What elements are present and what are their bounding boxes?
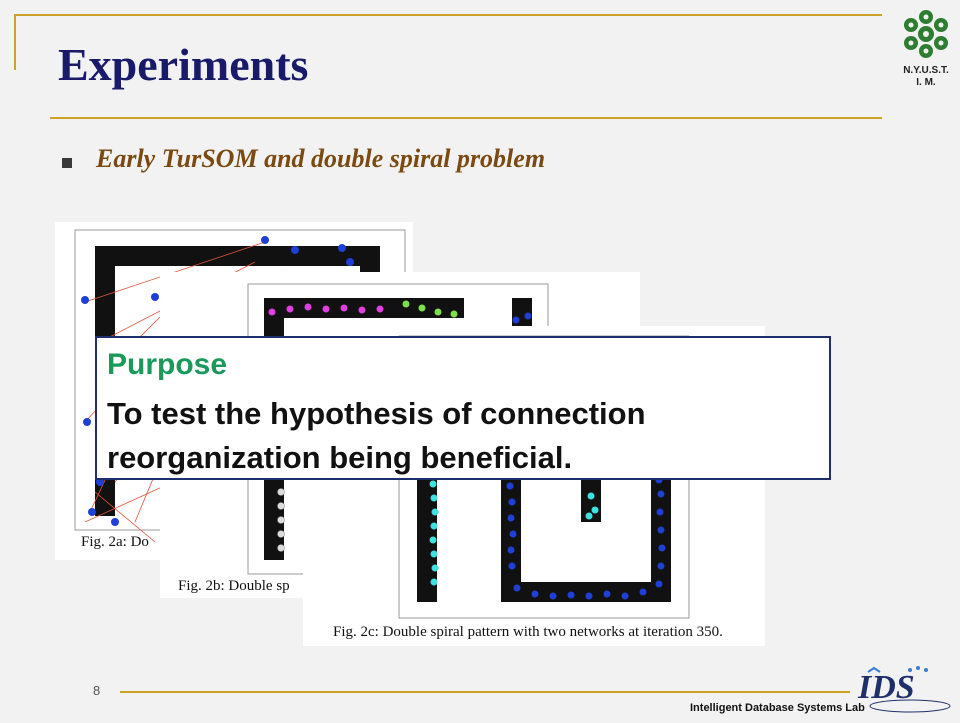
org-logo-line2: I. M. [916,77,936,88]
title-rule [50,117,882,119]
purpose-text: To test the hypothesis of connection reo… [107,396,646,475]
purpose-label: Purpose [107,348,228,381]
left-rule [14,14,16,70]
bullet-square-icon [62,158,72,168]
org-logo: N.Y.U.S.T. I. M. [898,8,954,88]
figure-2c-caption: Fig. 2c: Double spiral pattern with two … [333,624,723,640]
slide-title: Experiments [58,39,309,90]
nyust-emblem-icon [904,10,948,58]
footer-rule [120,691,850,693]
figure-2b-caption: Fig. 2b: Double sp [178,578,290,594]
org-logo-line1: N.Y.U.S.T. [903,65,949,76]
purpose-callout: Purpose To test the hypothesis of connec… [95,336,831,480]
top-rule [14,14,882,16]
footer-lab-name: Intelligent Database Systems Lab [690,702,865,714]
page-number: 8 [93,683,101,698]
ids-logo-icon: IDS [857,666,951,713]
ids-lab-logo: IDS [850,660,958,718]
figure-2a-caption: Fig. 2a: Do [81,534,149,550]
bullet-text: Early TurSOM and double spiral problem [96,144,546,173]
